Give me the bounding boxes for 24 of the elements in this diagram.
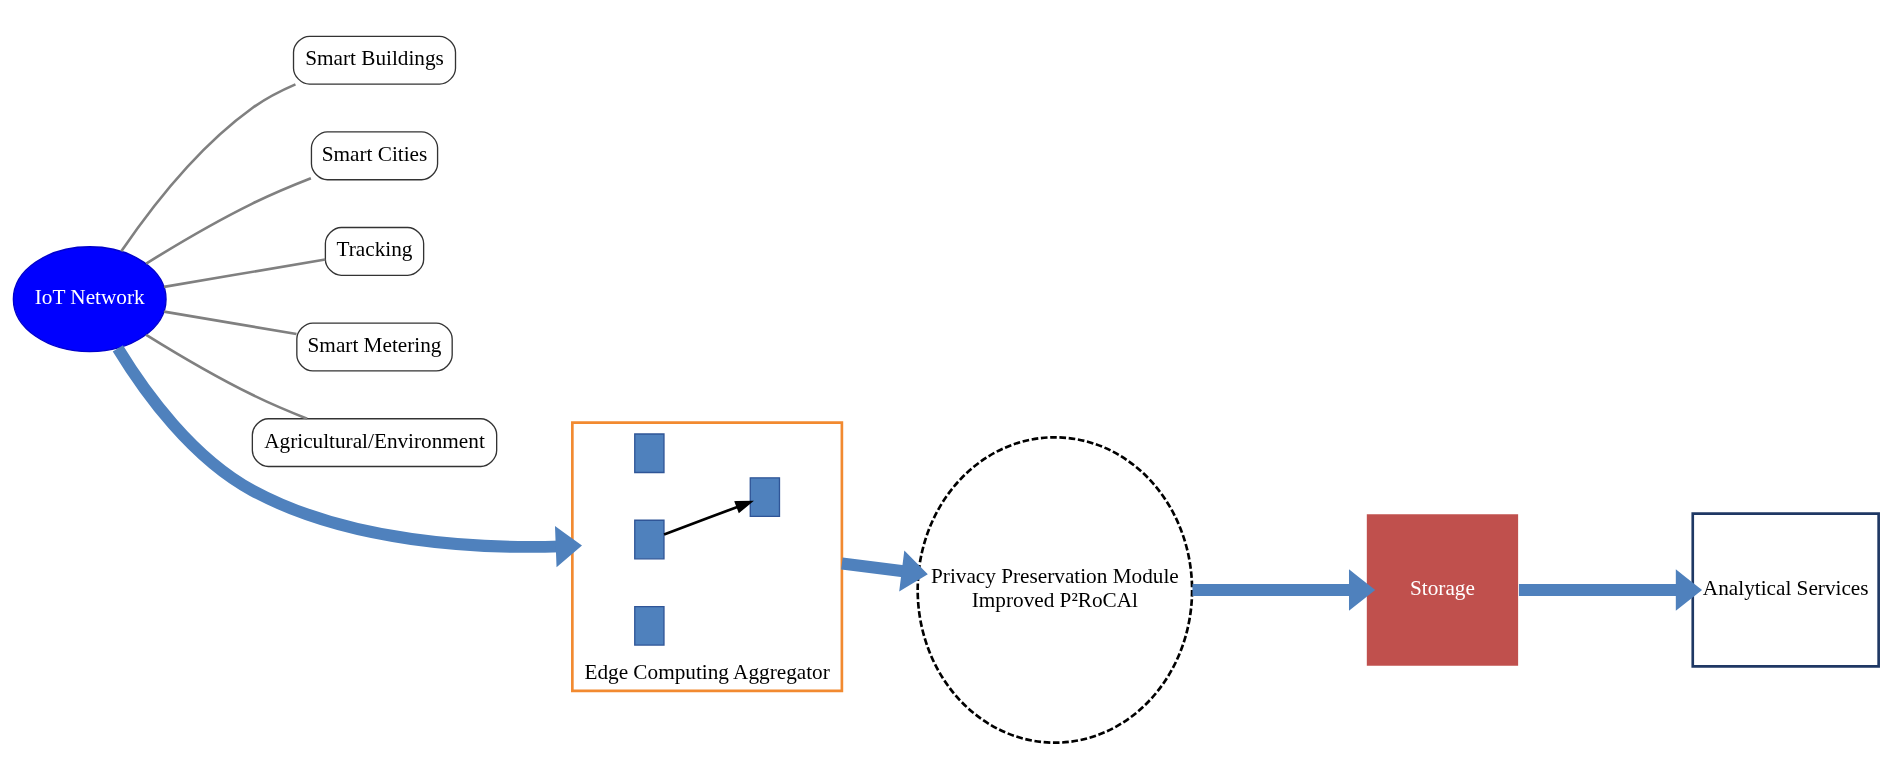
node-box: Analytical Services <box>1691 512 1880 668</box>
node-box: Smart Buildings <box>292 35 457 85</box>
connector <box>120 83 296 253</box>
node-ellipse: IoT Network <box>12 246 167 353</box>
arrow <box>112 345 582 568</box>
node-box: Smart Metering <box>296 322 453 372</box>
node-box: Smart Cities <box>310 131 439 181</box>
connector <box>163 258 326 289</box>
arrow <box>1192 569 1376 611</box>
connector <box>145 177 312 265</box>
node-box: Tracking <box>324 226 425 276</box>
node-box <box>634 433 665 474</box>
arrow <box>841 550 928 592</box>
node-box <box>749 477 781 517</box>
node-box: Storage <box>1365 513 1520 667</box>
node-box: Agricultural/Environment <box>251 418 498 468</box>
node-box <box>634 519 665 560</box>
connector <box>145 333 308 420</box>
arrow <box>1518 569 1703 611</box>
arrow <box>663 500 754 536</box>
node-ellipse: Privacy Preservation Module Improved P²RoCAl <box>916 435 1194 745</box>
connector <box>163 310 297 336</box>
node-box <box>634 605 665 646</box>
cluster: Edge Computing Aggregator <box>571 421 844 693</box>
